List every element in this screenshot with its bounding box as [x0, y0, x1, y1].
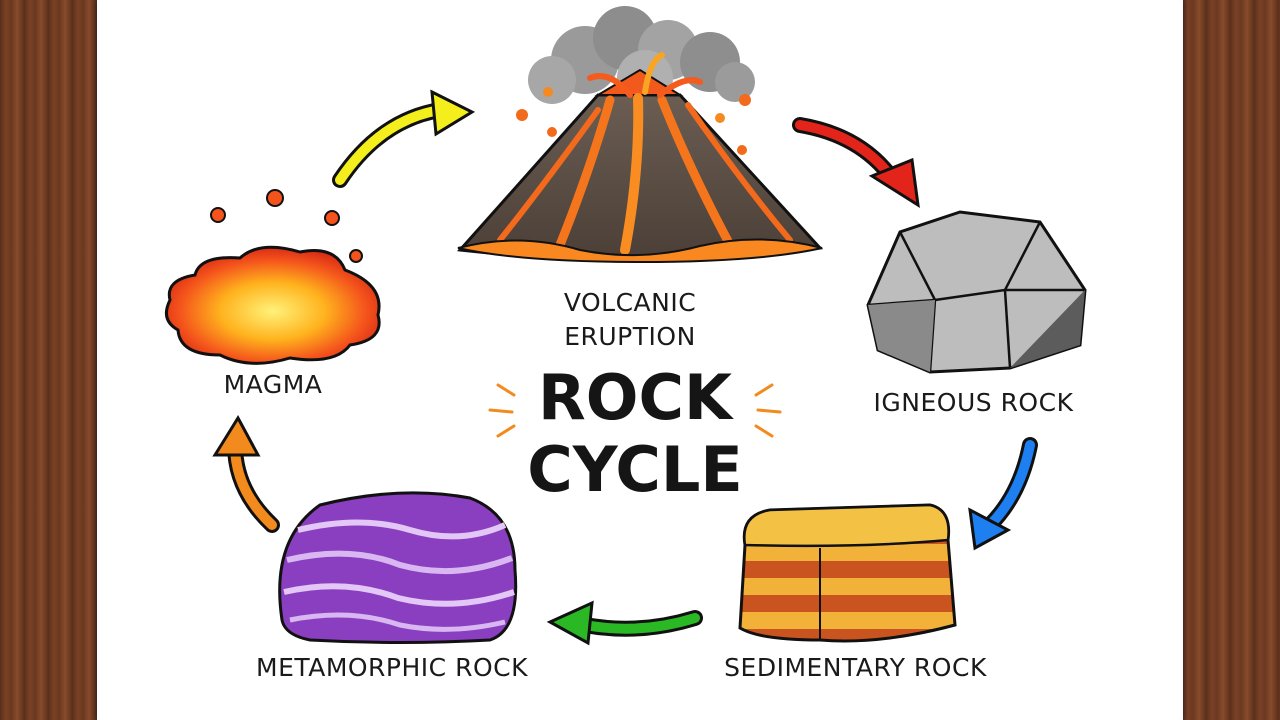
igneous-rock-label: IGNEOUS ROCK	[873, 388, 1074, 417]
arrow-shaft-yellow	[335, 105, 445, 185]
magma-label: MAGMA	[223, 370, 323, 399]
volcanic-eruption-line2: ERUPTION	[564, 322, 696, 351]
sedimentary-rock-icon	[738, 503, 957, 643]
arrow-head-blue	[968, 507, 1012, 551]
arrow-head-orange	[212, 415, 261, 457]
title-line2: CYCLE	[527, 433, 743, 506]
metamorphic-rock-label: METAMORPHIC ROCK	[256, 653, 528, 682]
igneous-rock-icon	[866, 210, 1087, 374]
title-burst-marks	[488, 383, 782, 438]
wood-frame-right	[1182, 0, 1280, 720]
arrow-igneous-to-sedimentary	[968, 437, 1038, 551]
arrow-metamorphic-to-magma	[212, 415, 280, 533]
arrow-head-green	[546, 600, 594, 646]
volcanic-eruption-label: VOLCANIC ERUPTION	[555, 286, 705, 354]
arrow-head-red	[868, 157, 920, 208]
page-title: ROCK CYCLE	[500, 362, 770, 506]
metamorphic-rock-icon	[278, 491, 518, 644]
arrow-volcano-to-igneous	[792, 117, 920, 208]
volcanic-eruption-line1: VOLCANIC	[563, 288, 697, 317]
wood-frame-left	[0, 0, 100, 720]
volcano-icon	[456, 52, 824, 264]
title-line1: ROCK	[538, 361, 732, 434]
arrow-sedimentary-to-metamorphic	[546, 600, 703, 646]
arrow-shaft-blue	[985, 440, 1035, 530]
arrow-shaft-green	[580, 613, 700, 634]
arrow-magma-to-volcano	[332, 89, 476, 188]
arrow-head-yellow	[430, 89, 476, 137]
sedimentary-rock-label: SEDIMENTARY ROCK	[724, 653, 987, 682]
magma-icon	[164, 189, 381, 365]
